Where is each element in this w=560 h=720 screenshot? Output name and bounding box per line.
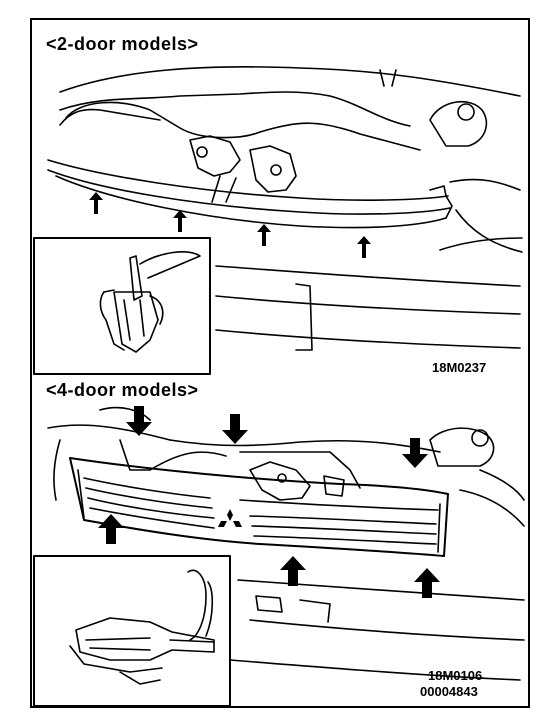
figure-code-2-door: 18M0237 [432, 360, 487, 375]
arrow-icon [414, 568, 440, 598]
arrow-icon [98, 514, 124, 544]
emblem-icon [218, 509, 242, 527]
top-vehicle-outline [47, 66, 523, 351]
arrow-icon [222, 414, 248, 444]
figure-code-4-door: 18M0106 [428, 668, 483, 683]
arrow-icon [280, 556, 306, 586]
arrow-icon [357, 236, 371, 258]
arrow-icon [402, 438, 428, 468]
top-clip-detail [99, 251, 201, 353]
section-title-2-door: <2-door models> [46, 34, 199, 54]
document-code: 00004843 [420, 684, 478, 699]
bottom-vehicle-outline [47, 406, 525, 681]
arrow-icon [173, 210, 187, 232]
arrow-icon [126, 406, 152, 436]
bottom-clip-detail [69, 569, 215, 685]
arrow-icon [89, 192, 103, 214]
section-title-4-door: <4-door models> [46, 380, 199, 400]
arrow-icon [257, 224, 271, 246]
